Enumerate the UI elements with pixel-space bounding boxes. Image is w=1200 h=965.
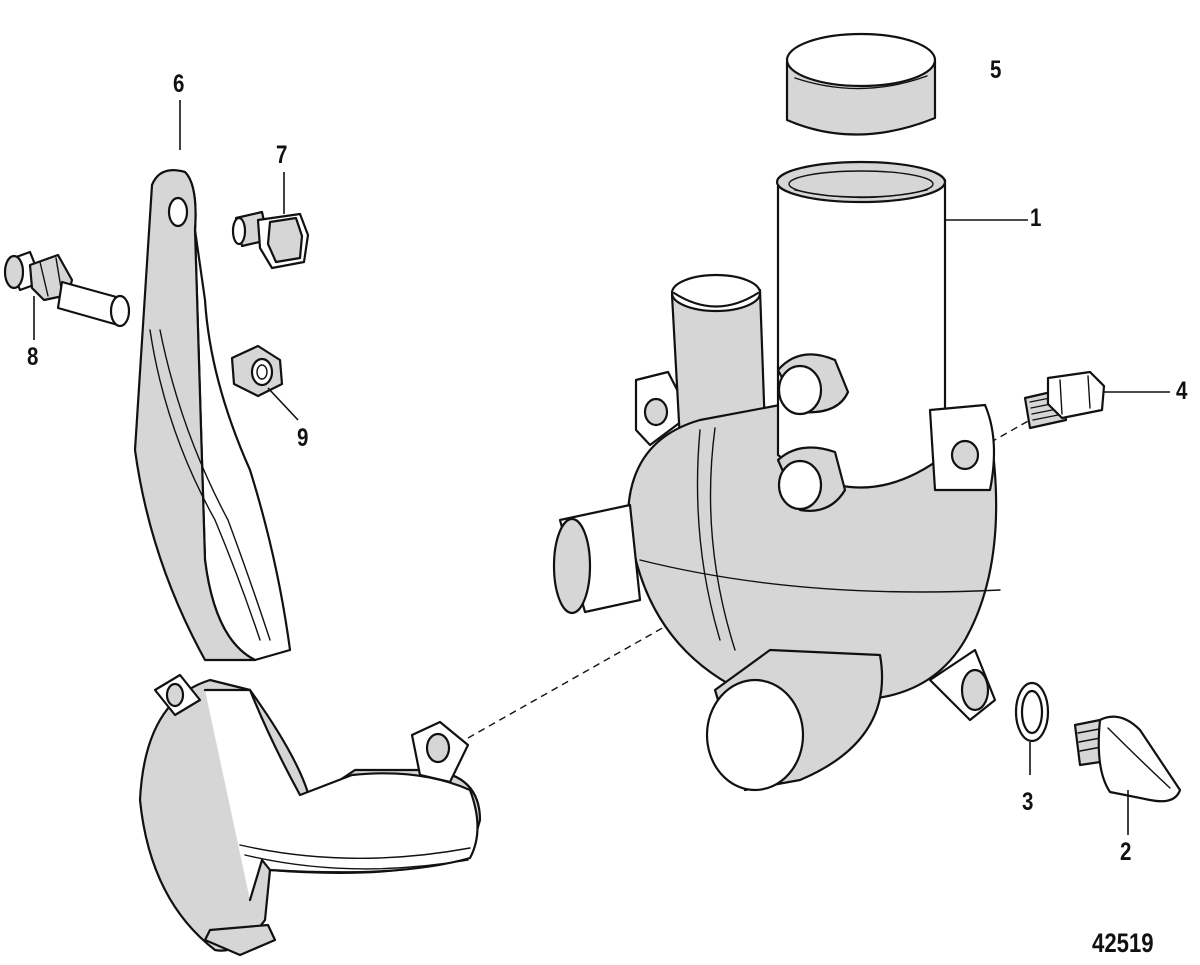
part-6-bracket [133, 100, 482, 957]
callout-5: 5 [990, 56, 1002, 84]
part-1-housing [552, 160, 1028, 792]
figure-number: 42519 [1092, 928, 1154, 958]
callout-8: 8 [27, 343, 39, 371]
callout-7: 7 [276, 141, 288, 169]
callout-2: 2 [1120, 838, 1132, 866]
part-9-nut [230, 344, 299, 421]
callout-4: 4 [1176, 377, 1188, 405]
callout-6: 6 [173, 70, 185, 98]
part-5-cap [785, 32, 937, 136]
part-4-bolt [1023, 370, 1170, 430]
callout-3: 3 [1022, 788, 1034, 816]
part-7-flange-bolt [231, 172, 310, 270]
part-2-drain-plug [1073, 715, 1182, 835]
callout-9: 9 [297, 424, 309, 452]
part-8-fitting [3, 250, 131, 340]
callout-1: 1 [1030, 204, 1042, 232]
part-3-washer [1014, 681, 1050, 775]
